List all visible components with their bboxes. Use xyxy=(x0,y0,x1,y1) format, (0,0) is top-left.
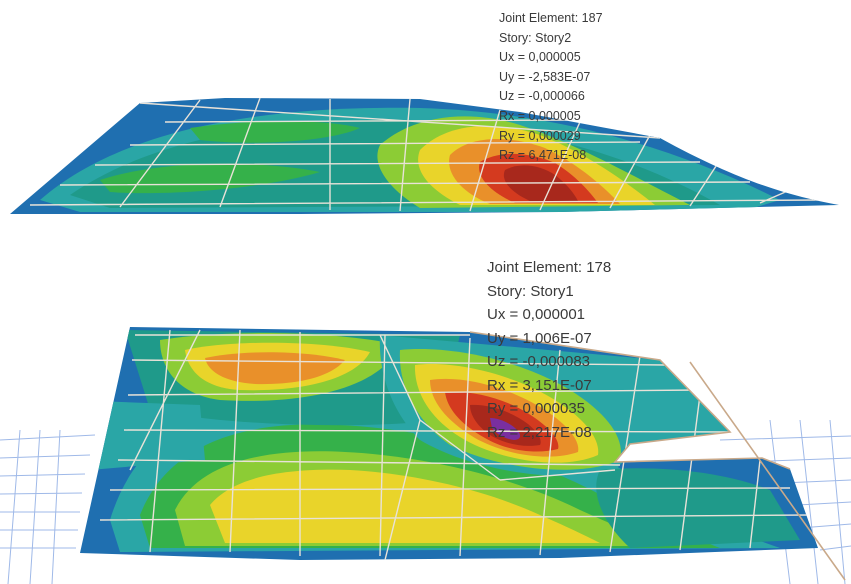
story2-plate xyxy=(10,98,839,214)
ry-readout: Ry = 0,000035 xyxy=(487,400,586,417)
story-label: Story: Story1 xyxy=(487,282,574,300)
ux-readout: Ux = 0,000005 xyxy=(499,50,581,65)
ux-readout: Ux = 0,000001 xyxy=(487,306,586,323)
joint-info-story2: Joint Element: 187 Story: Story2 Ux = 0,… xyxy=(499,9,603,166)
story1-plate xyxy=(80,327,818,560)
joint-element-label: Joint Element: 187 xyxy=(499,11,603,25)
rz-readout: Rz = 2,217E-08 xyxy=(487,423,592,441)
joint-element-label: Joint Element: 178 xyxy=(487,259,612,276)
contour-band xyxy=(490,418,521,440)
contour-band xyxy=(210,469,600,543)
ry-readout: Ry = 0,000029 xyxy=(499,128,581,143)
joint-info-story1: Joint Element: 178 Story: Story1 Ux = 0,… xyxy=(487,256,611,444)
mesh-lines xyxy=(99,329,811,560)
contour-band xyxy=(100,121,360,194)
mesh-lines xyxy=(29,98,821,212)
uz-readout: Uz = -0,000083 xyxy=(487,353,591,370)
frame-lines xyxy=(469,331,846,581)
rx-readout: Rx = 3,151E-07 xyxy=(487,376,592,394)
contour-band xyxy=(205,352,345,385)
rx-readout: Rx = 0,000005 xyxy=(499,108,581,123)
story-label: Story: Story2 xyxy=(499,30,572,45)
uy-readout: Uy = 1,006E-07 xyxy=(487,329,592,347)
rz-readout: Rz = 6,471E-08 xyxy=(499,148,587,163)
uy-readout: Uy = -2,583E-07 xyxy=(499,69,591,84)
uz-readout: Uz = -0,000066 xyxy=(499,89,585,104)
